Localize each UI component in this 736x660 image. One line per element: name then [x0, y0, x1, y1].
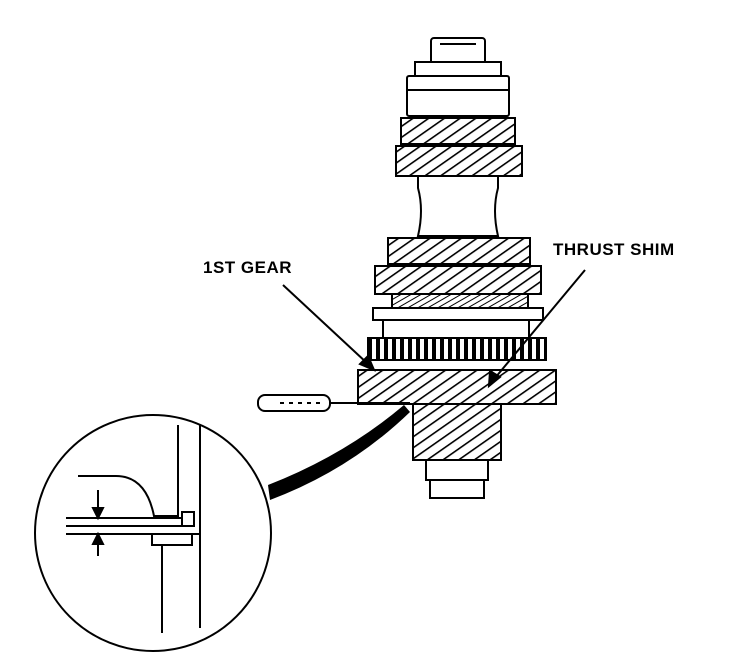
top-bearing [406, 75, 510, 117]
toothed-ring [367, 337, 547, 361]
hub [382, 319, 530, 339]
hub-plate [372, 307, 544, 321]
first-gear-leader [282, 284, 369, 365]
nut-collar [414, 61, 502, 77]
synchro-ring [391, 293, 529, 309]
first-gear-label: 1ST GEAR [203, 258, 293, 277]
feeler-gauge-icon [257, 394, 410, 412]
mid-gear-1 [387, 237, 531, 265]
shaft-end [429, 479, 485, 499]
bottom-bearing [425, 459, 489, 481]
lower-gear [412, 403, 502, 461]
first-gear [357, 369, 557, 405]
top-gear-2 [395, 145, 523, 177]
shaft-assembly [357, 37, 557, 499]
mid-gear-2 [374, 265, 542, 295]
magnified-detail-circle [34, 414, 272, 652]
first-gear-arrowhead [358, 354, 376, 372]
thrust-shim-leader [494, 269, 586, 379]
shaft-neck [416, 175, 500, 237]
thrust-shim-arrowhead [487, 369, 502, 389]
callout-wedge [268, 405, 410, 500]
top-gear-1 [400, 117, 516, 145]
thrust-shim-label: THRUST SHIM [553, 240, 675, 259]
